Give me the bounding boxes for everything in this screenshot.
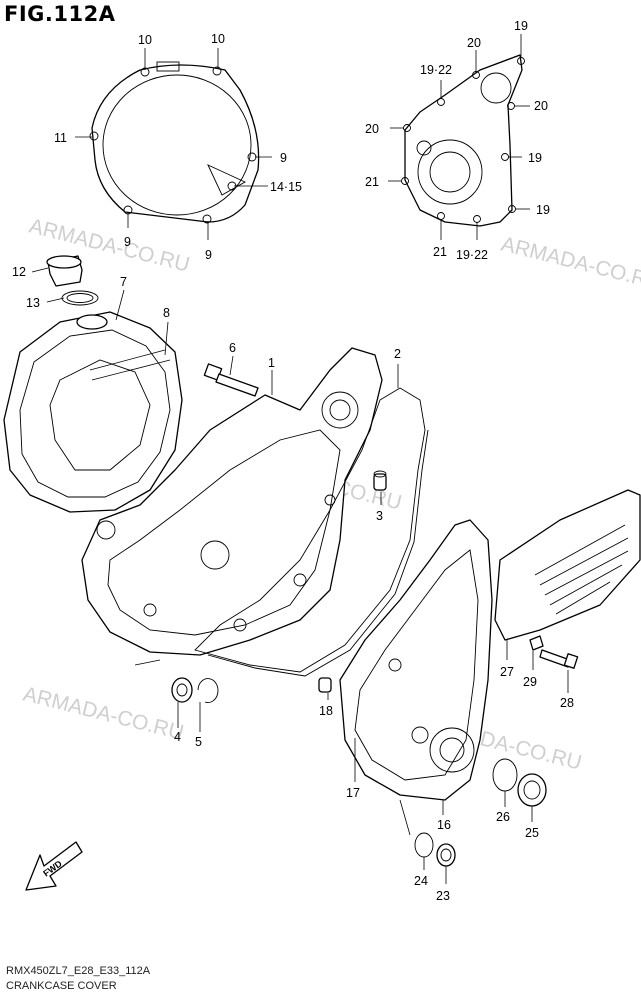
crankcase-gasket — [194, 387, 429, 677]
callout-3: 3 — [376, 509, 383, 523]
generator-cover — [339, 519, 493, 801]
callout-9a: 9 — [280, 151, 287, 165]
callout-18: 18 — [319, 704, 333, 718]
callout-19b: 19 — [528, 151, 542, 165]
callout-5: 5 — [195, 735, 202, 749]
callout-26: 26 — [496, 810, 510, 824]
callout-14-15: 14·15 — [270, 180, 302, 194]
clutch-cover-outline — [89, 61, 260, 224]
callout-21b: 21 — [433, 245, 447, 259]
callout-21a: 21 — [365, 175, 379, 189]
callout-17: 17 — [346, 786, 360, 800]
plug-and-oring-25-26 — [492, 758, 547, 807]
pump-cover-outline — [401, 54, 525, 227]
callout-9b: 9 — [124, 235, 131, 249]
callout-labels: 10 10 11 9 14·15 9 9 19 20 19·22 20 20 1… — [12, 19, 574, 903]
callout-19a: 19 — [514, 19, 528, 33]
callout-19-22a: 19·22 — [420, 63, 452, 77]
callout-29: 29 — [523, 675, 537, 689]
callout-10b: 10 — [211, 32, 225, 46]
clutch-cover-body — [3, 311, 183, 513]
figure-title: FIG.112A — [4, 2, 116, 26]
fwd-arrow-icon: FWD — [25, 841, 83, 891]
callout-11: 11 — [54, 131, 67, 145]
callout-2: 2 — [394, 347, 401, 361]
leader-lines — [31, 34, 569, 884]
callout-12: 12 — [12, 265, 26, 279]
callout-20a: 20 — [467, 36, 481, 50]
callout-6: 6 — [229, 341, 236, 355]
plug-and-oring-23-24 — [414, 832, 456, 867]
callout-4: 4 — [174, 730, 181, 744]
callout-8: 8 — [163, 306, 170, 320]
watermark-4: ARMADA-CO.RU — [21, 683, 186, 745]
guard-plate — [494, 489, 641, 669]
dowel-pin-18 — [318, 677, 332, 693]
dowel-pin-3 — [373, 470, 387, 491]
callout-9c: 9 — [205, 248, 212, 262]
figure-caption: CRANKCASE COVER — [6, 980, 117, 992]
callout-28: 28 — [560, 696, 574, 710]
watermark-2: ARMADA-CO.RU — [499, 233, 641, 295]
model-code: RMX450ZL7_E28_E33_112A — [6, 965, 151, 977]
callout-23: 23 — [436, 889, 450, 903]
oil-filler-plug — [46, 255, 99, 306]
callout-1: 1 — [268, 356, 275, 370]
callout-7: 7 — [120, 275, 127, 289]
callout-19c: 19 — [536, 203, 550, 217]
callout-27: 27 — [500, 665, 514, 679]
oil-seal-and-circlip — [171, 677, 219, 703]
callout-20b: 20 — [534, 99, 548, 113]
callout-25: 25 — [525, 826, 539, 840]
callout-19-22b: 19·22 — [456, 248, 488, 262]
callout-13: 13 — [26, 296, 40, 310]
callout-24: 24 — [414, 874, 428, 888]
bolt-6 — [203, 363, 259, 397]
callout-10a: 10 — [138, 33, 152, 47]
callout-20c: 20 — [365, 122, 379, 136]
callout-16: 16 — [437, 818, 451, 832]
